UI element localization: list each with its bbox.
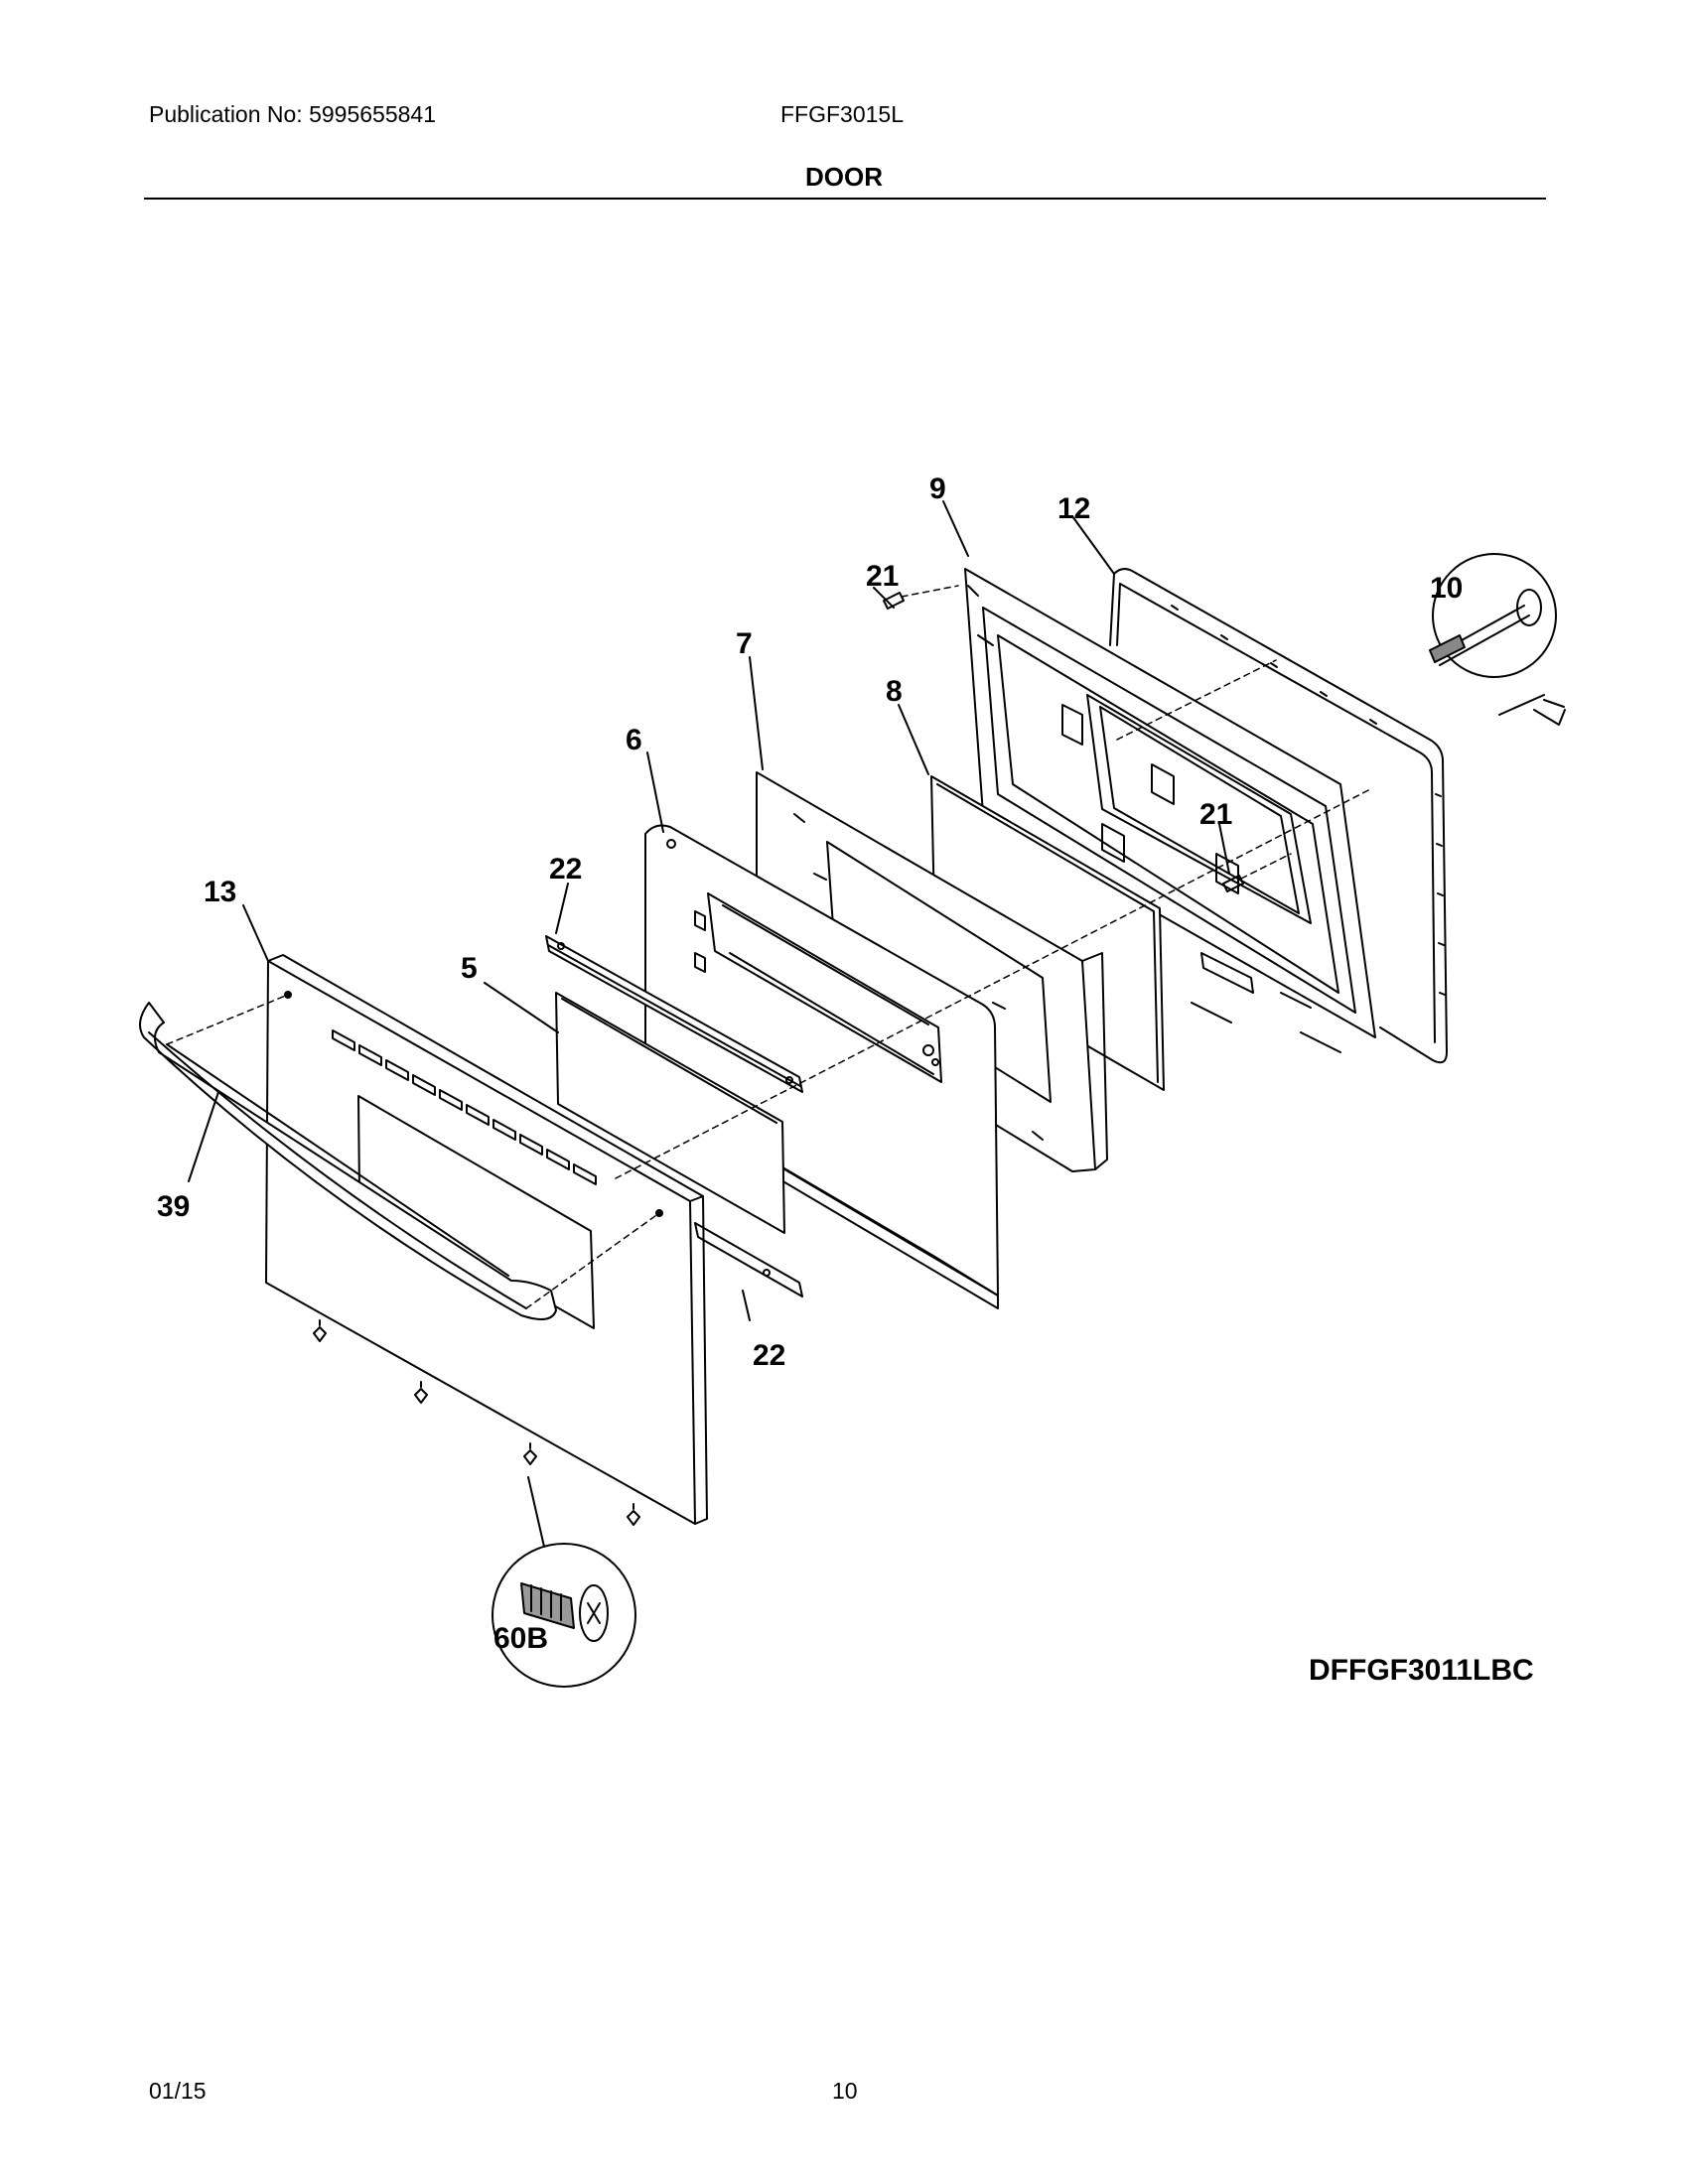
footer-date: 01/15 bbox=[149, 2078, 207, 2104]
part-12-door-gasket bbox=[1109, 568, 1448, 1064]
header-rule bbox=[144, 198, 1546, 200]
part-22-upper-channel bbox=[545, 935, 803, 1093]
callout-39: 39 bbox=[157, 1190, 190, 1223]
section-title: DOOR bbox=[805, 162, 883, 192]
vent-slots bbox=[332, 1029, 597, 1185]
callout-9: 9 bbox=[929, 473, 946, 505]
callout-8: 8 bbox=[886, 675, 903, 708]
callout-21-mid: 21 bbox=[1199, 798, 1232, 831]
callout-labels: 9 12 10 21 7 8 6 21 22 13 5 39 22 60B bbox=[157, 473, 1463, 1655]
callout-12: 12 bbox=[1057, 492, 1090, 525]
publication-number: Publication No: 5995655841 bbox=[149, 101, 437, 127]
diagram-code: DFFGF3011LBC bbox=[1309, 1654, 1534, 1687]
callout-22-bottom: 22 bbox=[753, 1339, 785, 1372]
screws bbox=[313, 592, 1244, 1526]
part-22-lower-channel bbox=[694, 1222, 803, 1297]
callout-13: 13 bbox=[204, 876, 236, 908]
callout-22-top: 22 bbox=[549, 853, 582, 886]
part-13-outer-panel bbox=[265, 954, 708, 1525]
part-9-door-liner bbox=[964, 568, 1376, 1053]
alignment-lines bbox=[166, 585, 1371, 1309]
callout-5: 5 bbox=[461, 952, 478, 985]
callout-6: 6 bbox=[626, 724, 642, 756]
model-number: FFGF3015L bbox=[780, 101, 904, 127]
callout-7: 7 bbox=[736, 627, 753, 660]
part-5-outer-glass bbox=[555, 992, 785, 1234]
callout-10: 10 bbox=[1430, 572, 1463, 605]
leader-lines bbox=[188, 500, 1230, 1548]
callout-21-top: 21 bbox=[866, 560, 899, 593]
part-60b-screw-detail bbox=[492, 1543, 636, 1688]
page-number: 10 bbox=[832, 2078, 858, 2104]
part-39-door-handle bbox=[139, 1002, 557, 1320]
callout-60b: 60B bbox=[493, 1622, 548, 1655]
part-10-bolt-detail bbox=[1429, 553, 1566, 726]
